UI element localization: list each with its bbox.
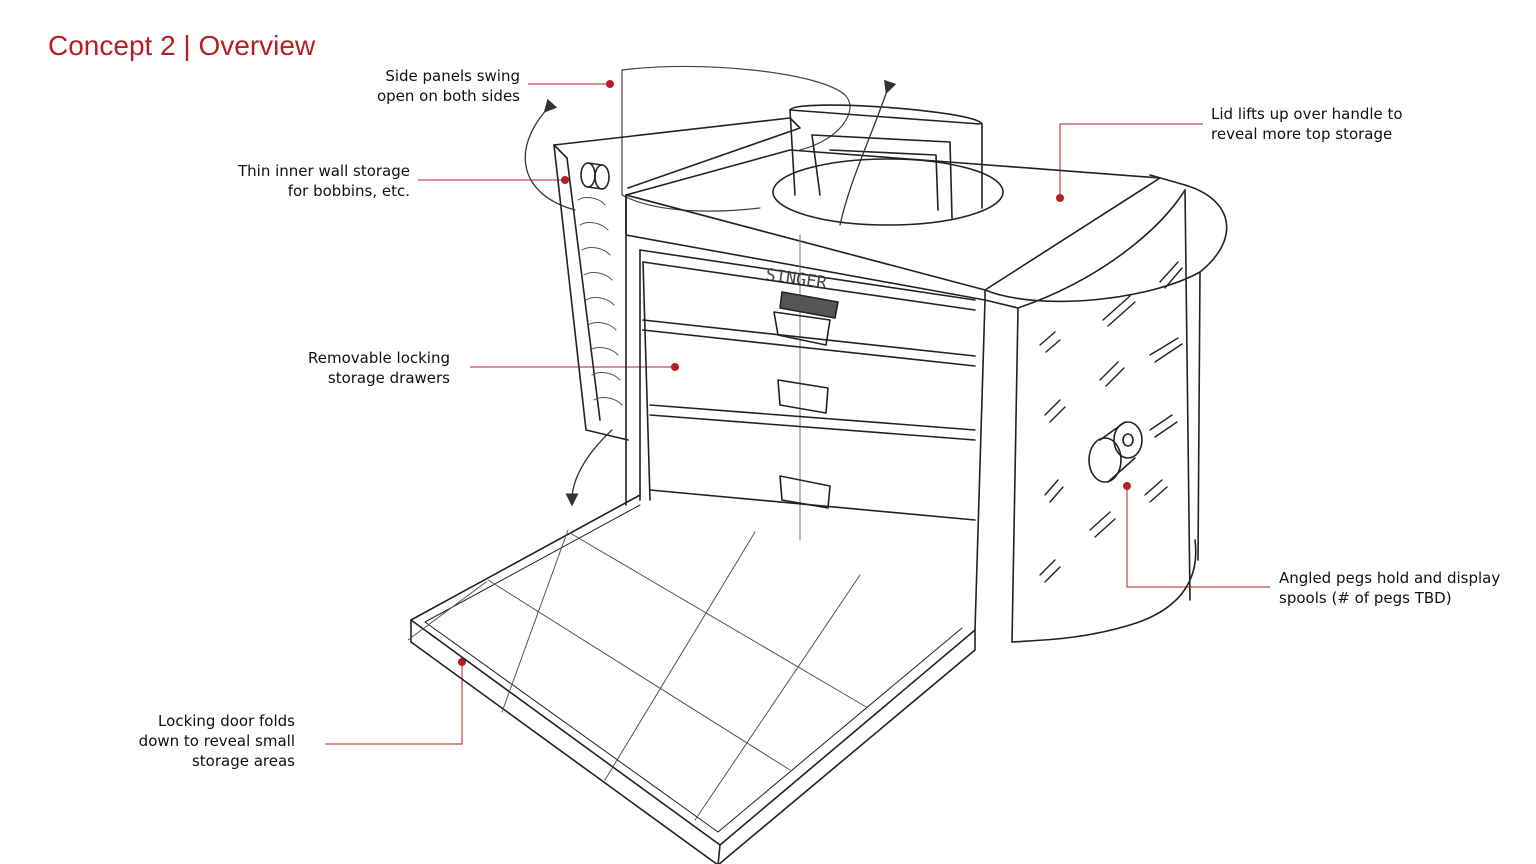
callout-side-panels-line1: Side panels swing: [385, 67, 520, 85]
latch-icon-top: [773, 291, 839, 346]
fold-down-door: [407, 494, 976, 864]
callout-door: Locking door folds down to reveal small …: [110, 711, 295, 771]
right-cylinder-body: [984, 174, 1228, 643]
callout-door-line3: storage areas: [191, 752, 295, 770]
right-side-face: [984, 189, 1186, 643]
callout-inner-wall-line2: for bobbins, etc.: [287, 182, 410, 200]
callout-drawers-line1: Removable locking: [308, 349, 450, 367]
leader-dots: [458, 80, 1131, 666]
slide-title: Concept 2 | Overview: [48, 30, 316, 61]
callout-drawers: Removable locking storage drawers: [270, 348, 450, 388]
callout-inner-wall: Thin inner wall storage for bobbins, etc…: [200, 161, 410, 201]
motion-arrows: [524, 79, 897, 507]
callout-pegs: Angled pegs hold and display spools (# o…: [1279, 568, 1519, 608]
spool-icon: [1088, 421, 1143, 483]
callout-side-panels: Side panels swing open on both sides: [330, 66, 520, 106]
callout-lid-line2: reveal more top storage: [1211, 125, 1393, 143]
carry-handle: [772, 104, 1004, 226]
callout-drawers-line2: storage drawers: [327, 369, 450, 387]
bobbin-icon: [580, 162, 610, 190]
callout-lid: Lid lifts up over handle to reveal more …: [1211, 104, 1441, 144]
callout-door-line2: down to reveal small: [138, 732, 295, 750]
latch-icon-middle: [777, 379, 829, 414]
callout-side-panels-line2: open on both sides: [376, 87, 520, 105]
callout-pegs-line1: Angled pegs hold and display: [1279, 569, 1501, 587]
spool-pegs: [1039, 261, 1183, 583]
callout-lid-line1: Lid lifts up over handle to: [1211, 105, 1403, 123]
box-front: [625, 194, 986, 631]
rear-side-panel: [621, 65, 851, 212]
latch-icon-bottom: [779, 475, 831, 509]
callout-door-line1: Locking door folds: [158, 712, 295, 730]
leader-lines: [325, 83, 1270, 745]
callout-inner-wall-line1: Thin inner wall storage: [237, 162, 410, 180]
callout-pegs-line2: spools (# of pegs TBD): [1279, 589, 1452, 607]
left-side-panel: [553, 117, 801, 441]
